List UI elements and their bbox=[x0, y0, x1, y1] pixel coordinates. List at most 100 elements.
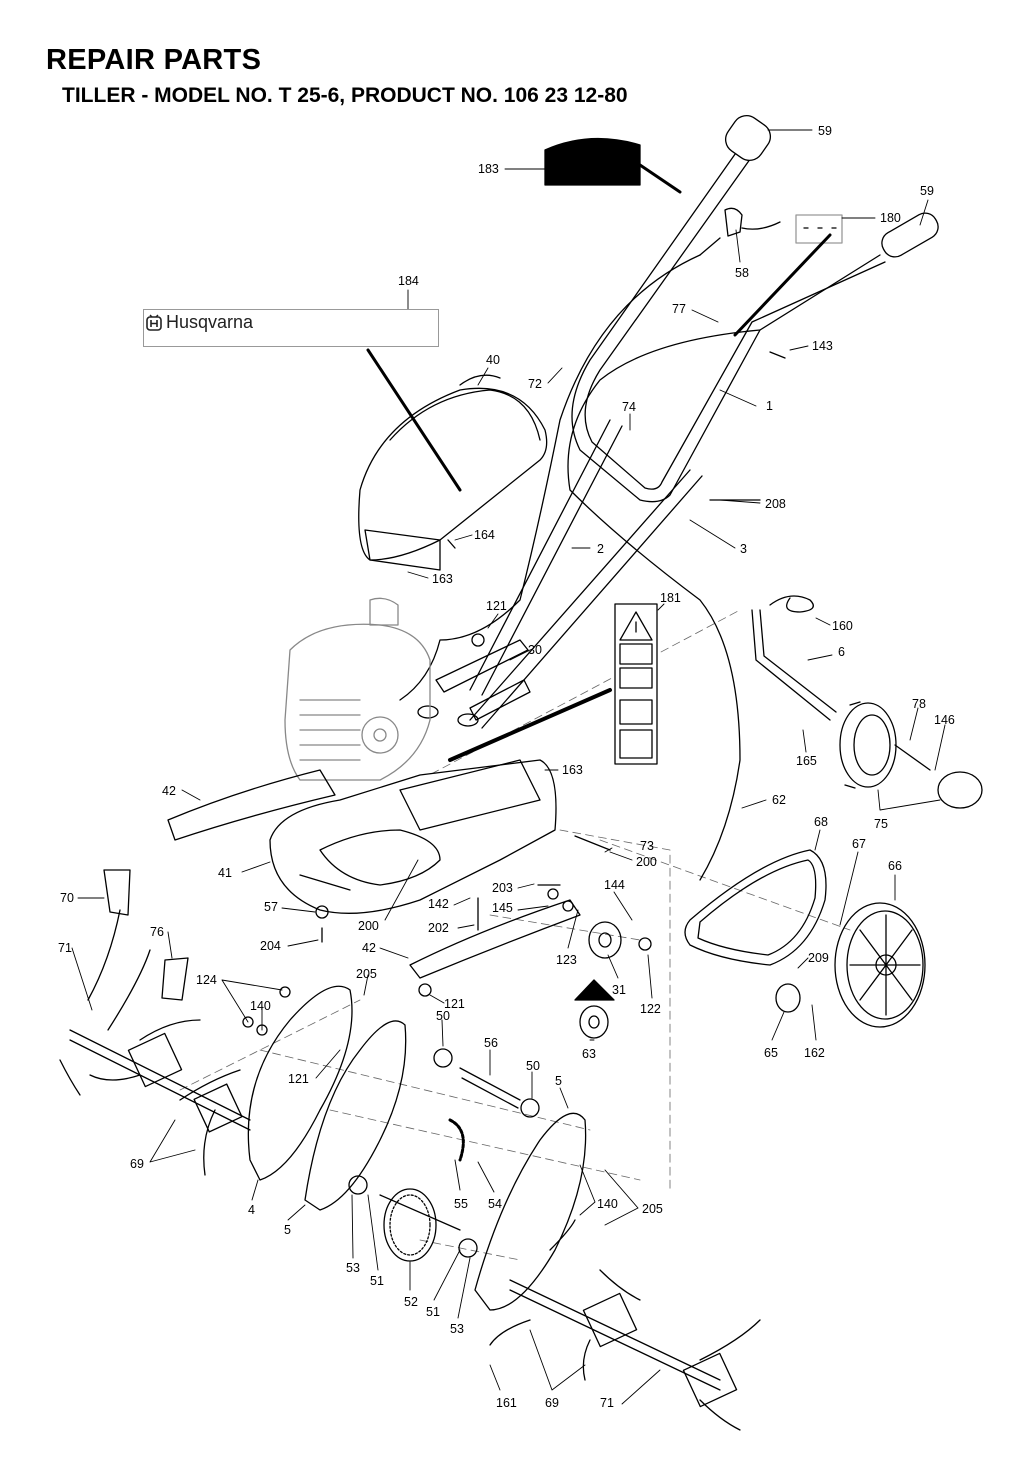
callout-59: 59 bbox=[920, 184, 934, 198]
callout-203: 203 bbox=[492, 881, 513, 895]
brand-plate bbox=[143, 309, 439, 347]
callout-58: 58 bbox=[735, 266, 749, 280]
callout-6: 6 bbox=[838, 645, 845, 659]
belt-cover bbox=[358, 374, 548, 571]
tine-76 bbox=[161, 957, 189, 1001]
engine bbox=[284, 597, 431, 781]
callout-140: 140 bbox=[250, 999, 271, 1013]
callout-70: 70 bbox=[60, 891, 74, 905]
pulley-wheel bbox=[834, 902, 926, 1028]
callout-202: 202 bbox=[428, 921, 449, 935]
tine-assembly-right bbox=[489, 1219, 761, 1431]
hair-pin bbox=[769, 595, 814, 613]
callout-68: 68 bbox=[814, 815, 828, 829]
engine-pulley bbox=[574, 921, 622, 1039]
callout-208: 208 bbox=[765, 497, 786, 511]
clutch-cable bbox=[567, 329, 761, 881]
upper-handle bbox=[571, 114, 939, 503]
callout-160: 160 bbox=[832, 619, 853, 633]
callout-57: 57 bbox=[264, 900, 278, 914]
callout-41: 41 bbox=[218, 866, 232, 880]
callout-4: 4 bbox=[248, 1203, 255, 1217]
callout-142: 142 bbox=[428, 897, 449, 911]
chassis-frame bbox=[269, 759, 557, 914]
chain-case-right bbox=[474, 1112, 587, 1311]
callout-181: 181 bbox=[660, 591, 681, 605]
throttle-cable bbox=[399, 254, 701, 701]
callout-164: 164 bbox=[474, 528, 495, 542]
callout-145: 145 bbox=[492, 901, 513, 915]
callout-63: 63 bbox=[582, 1047, 596, 1061]
callout-53: 53 bbox=[346, 1261, 360, 1275]
callout-121: 121 bbox=[288, 1072, 309, 1086]
callout-76: 76 bbox=[150, 925, 164, 939]
sprocket bbox=[379, 1188, 461, 1262]
callout-124: 124 bbox=[196, 973, 217, 987]
callout-1: 1 bbox=[766, 399, 773, 413]
callout-200: 200 bbox=[358, 919, 379, 933]
callout-5: 5 bbox=[555, 1074, 562, 1088]
callout-143: 143 bbox=[812, 339, 833, 353]
callout-3: 3 bbox=[740, 542, 747, 556]
assembly-guide-lines bbox=[179, 609, 851, 1261]
callout-52: 52 bbox=[404, 1295, 418, 1309]
handle-bracket bbox=[435, 639, 531, 721]
callout-56: 56 bbox=[484, 1036, 498, 1050]
fasteners bbox=[321, 351, 786, 943]
callout-121: 121 bbox=[444, 997, 465, 1011]
callout-205: 205 bbox=[642, 1202, 663, 1216]
callout-51: 51 bbox=[370, 1274, 384, 1288]
callout-146: 146 bbox=[934, 713, 955, 727]
husqvarna-logo-icon bbox=[146, 314, 162, 331]
callout-51: 51 bbox=[426, 1305, 440, 1319]
callout-leaders bbox=[71, 129, 946, 1405]
throttle-lever bbox=[699, 207, 781, 256]
callout-69: 69 bbox=[130, 1157, 144, 1171]
callout-165: 165 bbox=[796, 754, 817, 768]
callout-73: 73 bbox=[640, 839, 654, 853]
callout-71: 71 bbox=[600, 1396, 614, 1410]
callout-78: 78 bbox=[912, 697, 926, 711]
warning-decal-181 bbox=[448, 603, 658, 765]
callout-75: 75 bbox=[874, 817, 888, 831]
side-shield-lower bbox=[409, 899, 581, 979]
callout-66: 66 bbox=[888, 859, 902, 873]
side-shield-upper bbox=[167, 769, 336, 841]
callout-40: 40 bbox=[486, 353, 500, 367]
lower-handle-tubes bbox=[417, 419, 703, 729]
callout-77: 77 bbox=[672, 302, 686, 316]
brand-plate-leader bbox=[366, 348, 462, 492]
brand-name: Husqvarna bbox=[166, 312, 254, 332]
callout-140: 140 bbox=[597, 1197, 618, 1211]
callout-200: 200 bbox=[636, 855, 657, 869]
callout-42: 42 bbox=[362, 941, 376, 955]
tine-70 bbox=[103, 869, 131, 916]
callout-205: 205 bbox=[356, 967, 377, 981]
chain-belt-left bbox=[247, 985, 353, 1181]
callout-71: 71 bbox=[58, 941, 72, 955]
callout-69: 69 bbox=[545, 1396, 559, 1410]
callout-65: 65 bbox=[764, 1046, 778, 1060]
callout-31: 31 bbox=[612, 983, 626, 997]
callout-163: 163 bbox=[562, 763, 583, 777]
callout-72: 72 bbox=[528, 377, 542, 391]
callout-2: 2 bbox=[597, 542, 604, 556]
callout-54: 54 bbox=[488, 1197, 502, 1211]
callout-161: 161 bbox=[496, 1396, 517, 1410]
callout-59: 59 bbox=[818, 124, 832, 138]
callout-184: 184 bbox=[398, 274, 419, 288]
callout-62: 62 bbox=[772, 793, 786, 807]
callout-42: 42 bbox=[162, 784, 176, 798]
callout-180: 180 bbox=[880, 211, 901, 225]
callout-30: 30 bbox=[528, 643, 542, 657]
callout-67: 67 bbox=[852, 837, 866, 851]
callout-50: 50 bbox=[526, 1059, 540, 1073]
callout-204: 204 bbox=[260, 939, 281, 953]
callout-209: 209 bbox=[808, 951, 829, 965]
callout-53: 53 bbox=[450, 1322, 464, 1336]
bearing bbox=[433, 1048, 453, 1068]
callout-5: 5 bbox=[284, 1223, 291, 1237]
chain-case-left bbox=[304, 1020, 407, 1211]
decal-180 bbox=[795, 214, 843, 244]
